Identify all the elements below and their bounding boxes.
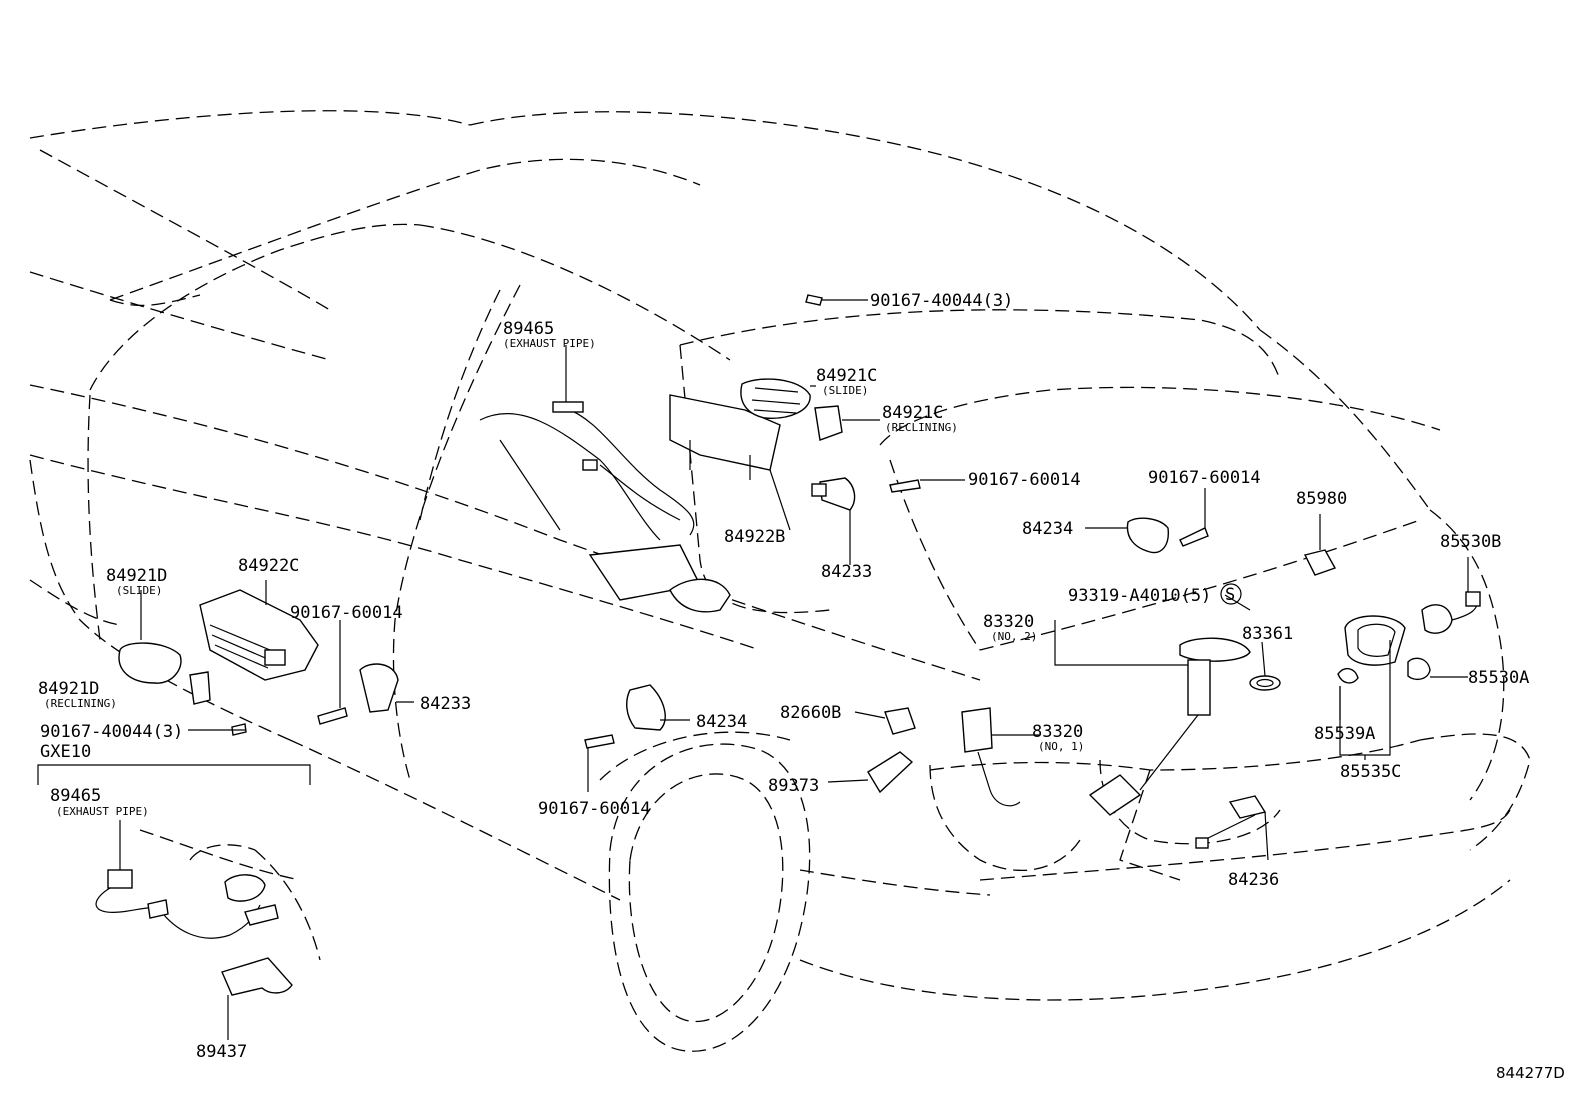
bracket-89437 <box>221 957 293 1040</box>
leader-85535c-bracket <box>1339 640 1391 760</box>
exhaust-pipe-assembly <box>479 401 731 613</box>
sensor-84234-center <box>626 684 666 731</box>
fuel-gauge-sender-83320-no2 <box>1088 637 1251 816</box>
note-84921c-reclining: (RECLINING) <box>885 421 958 434</box>
label-85530b: 85530B <box>1440 532 1501 552</box>
position-sensor-84233-left <box>359 663 399 713</box>
part-labels: 90167-40044(3) 89465 (EXHAUST PIPE) 8492… <box>38 291 1565 1082</box>
label-90167-40044-top: 90167-40044(3) <box>870 291 1013 311</box>
label-84921c-slide: 84921C <box>816 366 877 386</box>
label-89437: 89437 <box>196 1042 247 1062</box>
knob-84921d-reclining <box>189 671 211 705</box>
label-89373: 89373 <box>768 776 819 796</box>
note-83320-no2: (NO, 2) <box>991 630 1037 643</box>
label-82660b: 82660B <box>780 703 841 723</box>
label-85539a: 85539A <box>1314 724 1375 744</box>
label-84236: 84236 <box>1228 870 1279 890</box>
label-90167-60014-a: 90167-60014 <box>968 470 1081 490</box>
label-84234-b: 84234 <box>696 712 747 732</box>
note-84921d-reclining: (RECLINING) <box>44 697 117 710</box>
label-85980: 85980 <box>1296 489 1347 509</box>
bolt-90167-40044-top <box>805 294 868 306</box>
note-83320-no1: (NO, 1) <box>1038 740 1084 753</box>
position-sensor-84233-center <box>811 477 856 511</box>
relay-82660b <box>884 707 916 735</box>
label-84233-b: 84233 <box>420 694 471 714</box>
cap-85539a <box>1337 667 1359 684</box>
part-85980 <box>1303 514 1337 576</box>
fuel-lid-85535c <box>1344 615 1406 666</box>
exhaust-sensor-89465-left <box>95 820 279 939</box>
gasket-83361 <box>1249 675 1281 691</box>
label-90167-60014-b: 90167-60014 <box>1148 468 1261 488</box>
bolt-90167-60014-bottom <box>584 734 615 792</box>
label-84922c: 84922C <box>238 556 299 576</box>
sensor-84236 <box>1195 795 1269 861</box>
label-84922b: 84922B <box>724 527 785 547</box>
motor-85530b <box>1421 557 1481 634</box>
s-mark-circle <box>1220 583 1242 605</box>
s-mark: S <box>1225 585 1235 605</box>
label-90167-60014-d: 90167-60014 <box>538 799 651 819</box>
label-93319-a4010: 93319-A4010(5) <box>1068 586 1211 606</box>
seat-switch-84922c <box>199 589 319 681</box>
note-84921c-slide: (SLIDE) <box>822 384 868 397</box>
note-89465-top: (EXHAUST PIPE) <box>503 337 596 350</box>
label-90167-60014-c: 90167-60014 <box>290 603 403 623</box>
label-gxe10: GXE10 <box>40 742 91 762</box>
label-84921d-slide: 84921D <box>106 566 167 586</box>
bolt-90167-60014-left <box>317 620 348 725</box>
knob-84921c-reclining <box>814 405 843 441</box>
label-90167-40044-left: 90167-40044(3) <box>40 722 183 742</box>
label-85530a: 85530A <box>1468 668 1529 688</box>
knob-84921c-slide <box>740 378 811 419</box>
label-84233-a: 84233 <box>821 562 872 582</box>
label-84921c-reclining: 84921C <box>882 403 943 423</box>
bolt-90167-60014-right <box>1179 488 1209 547</box>
motor-85530a <box>1407 657 1468 681</box>
label-83361: 83361 <box>1242 624 1293 644</box>
label-85535c: 85535C <box>1340 762 1401 782</box>
gxe10-bracket <box>37 764 311 785</box>
label-89465-left: 89465 <box>50 786 101 806</box>
label-83320-no1: 83320 <box>1032 722 1083 742</box>
note-89465-left: (EXHAUST PIPE) <box>56 805 149 818</box>
sensor-84234-right <box>1126 517 1169 554</box>
label-84921d-reclining: 84921D <box>38 679 99 699</box>
fuel-gauge-sender-83320-no1 <box>961 707 1021 807</box>
label-83320-no2: 83320 <box>983 612 1034 632</box>
label-84234-a: 84234 <box>1022 519 1073 539</box>
bolt-90167-60014-center <box>889 479 965 493</box>
diagram-code: 844277D <box>1496 1064 1565 1082</box>
label-89465-top: 89465 <box>503 319 554 339</box>
leader-lines <box>140 345 1341 783</box>
knob-84921d-slide <box>118 642 182 684</box>
note-84921d-slide: (SLIDE) <box>116 584 162 597</box>
ecu-89373 <box>867 751 914 794</box>
